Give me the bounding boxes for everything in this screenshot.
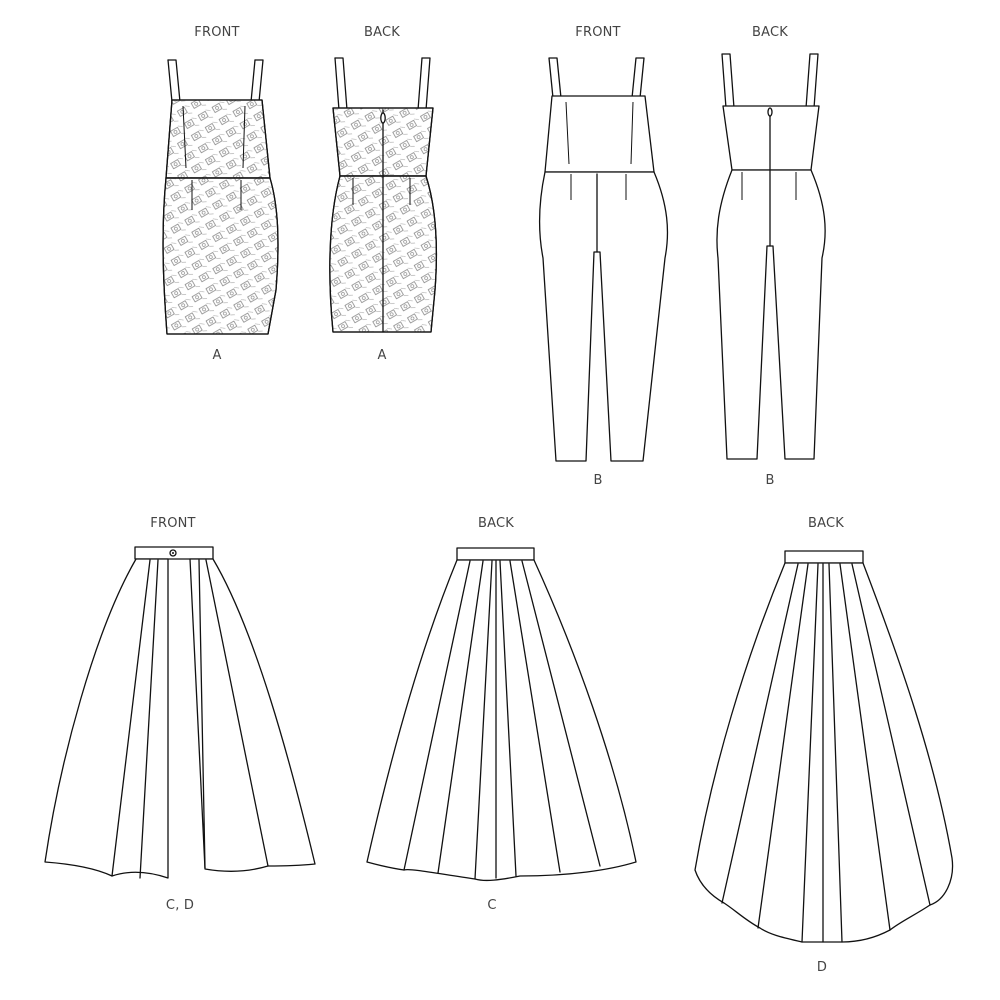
view-c-back-caption: C [487,898,496,913]
view-b-back-caption: B [765,473,774,488]
jumpsuit-b-back-illustration [716,53,826,460]
view-d-back: BACK D [694,516,954,975]
view-c-back-title: BACK [478,516,514,531]
overskirt-d-back-illustration [694,550,954,943]
view-c-back: BACK C [366,516,637,913]
view-b-back-title: BACK [752,25,788,40]
dress-a-front-illustration [162,59,279,335]
jumpsuit-b-front-illustration [538,57,669,462]
jumpsuit-b-front-legs [538,171,669,462]
strap-left [167,59,181,103]
view-b-front-title: FRONT [575,25,620,40]
zipper-pull [767,107,773,117]
jumpsuit-b-front-bodice [544,95,655,173]
view-d-back-title: BACK [808,516,844,531]
overskirt-d-back-body [694,562,954,943]
view-b-front: FRONT B [538,25,669,488]
dress-a-back-illustration [329,57,438,333]
view-a-front: FRONT A [162,25,279,363]
view-cd-front-title: FRONT [150,516,195,531]
view-a-back-title: BACK [364,25,400,40]
strap-right [421,57,431,111]
zipper-pull [380,112,386,124]
overskirt-cd-front-illustration [44,546,316,879]
overskirt-c-back-body [366,559,637,882]
overskirt-right-panel [189,558,316,873]
view-b-front-caption: B [593,473,602,488]
view-a-front-caption: A [212,348,221,363]
strap-left [334,57,348,111]
strap-right [254,59,264,103]
view-cd-front: FRONT C, D [44,516,316,913]
waistband [784,550,864,564]
view-a-front-title: FRONT [194,25,239,40]
view-a-back-caption: A [377,348,386,363]
view-d-back-caption: D [817,960,827,975]
view-b-back: BACK B [716,25,826,488]
view-cd-front-caption: C, D [166,898,194,913]
jumpsuit-b-back-legs [716,169,826,460]
view-a-back: BACK A [329,25,438,363]
overskirt-left-panel [44,558,169,879]
overskirt-c-back-illustration [366,547,637,882]
waistband [456,547,535,561]
